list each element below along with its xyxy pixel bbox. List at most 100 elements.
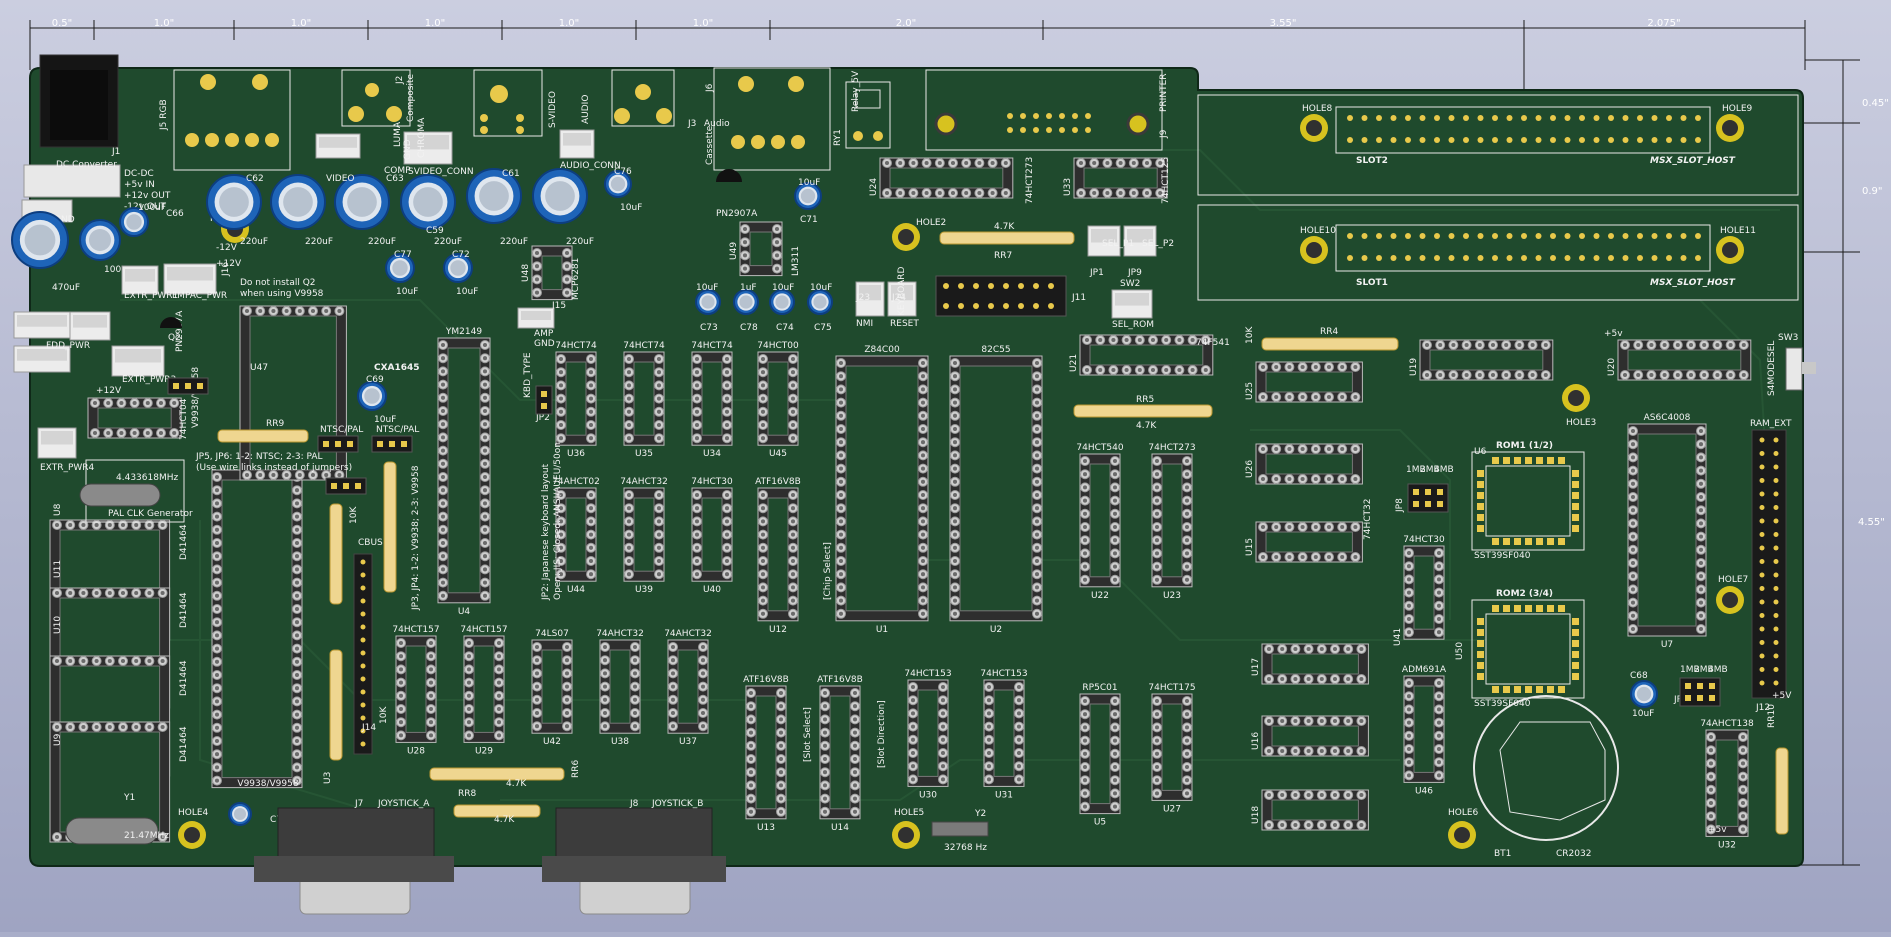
ic-u18: U18 — [1251, 789, 1369, 831]
pal-clk-generator: 4.433618MHz PAL CLK Generator — [79, 459, 193, 523]
ic-u33-part: 74HCT125 — [1161, 157, 1171, 204]
u9-label: U9 — [53, 733, 63, 746]
ic-dram-0-part: D41464 — [179, 524, 189, 560]
ic-u22-part: 74HCT540 — [1076, 443, 1123, 453]
ic-dram-3-part: D41464 — [179, 726, 189, 762]
j9-printer-connector: PRINTER J9 — [934, 73, 1169, 139]
cbus-label: CBUS — [358, 538, 383, 548]
ic-u40-part: 74HCT30 — [691, 477, 733, 487]
joystick-b-label: JOYSTICK_B — [651, 799, 703, 809]
j6-cassette-connector: J6 Cassette — [705, 67, 831, 171]
rom2-plcc-socket: ROM2 (3/4) U50 SST39SF040 — [1455, 589, 1585, 709]
ic-u17-part: U17 — [1251, 658, 1261, 676]
jp2-label: JP2 — [535, 413, 550, 423]
relay-ry1: RY1 Relay_5V — [833, 70, 891, 149]
mounting-hole11: HOLE11 — [1716, 226, 1756, 264]
ic-dram-3 — [49, 721, 171, 843]
ic-u49-part: LM311 — [791, 246, 801, 276]
cap-c76-value: 10uF — [620, 203, 642, 213]
j7-joystick-a: J7 JOYSTICK_A — [254, 799, 454, 915]
ic-u30-part: 74HCT153 — [904, 669, 951, 679]
cap-c73-ref: C73 — [700, 323, 718, 333]
ic-u4-ref: U4 — [458, 607, 471, 617]
sw3-label: SW3 — [1778, 333, 1798, 343]
mb2-label: 2MB — [1420, 465, 1440, 475]
jp5-note: JP5, JP6: 1-2: NTSC; 2-3: PAL — [195, 452, 323, 462]
cap-c66-value: 100uF — [138, 203, 166, 213]
hole8-label: HOLE8 — [1302, 104, 1333, 114]
slot-outlines — [925, 69, 1799, 301]
cap-c62-ref: C62 — [246, 174, 264, 184]
cap-c59-ref: C59 — [426, 226, 444, 236]
plus5v-label: +5v — [1604, 329, 1623, 339]
jst-video — [315, 133, 361, 159]
j12-label: J12 — [1755, 703, 1770, 713]
ic-u5-ref: U5 — [1094, 818, 1106, 828]
jst-j15 — [517, 307, 555, 329]
ic-u13-part: ATF16V8B — [743, 675, 789, 685]
hole5-label: HOLE5 — [894, 808, 924, 818]
amp-label: AMP — [534, 329, 554, 339]
extr-pwr4-label: EXTR_PWR4 — [40, 463, 95, 473]
ic-u3: U3 — [211, 469, 333, 789]
ic-u27-part: 74HCT175 — [1148, 683, 1195, 693]
jst-svideo — [403, 131, 453, 165]
jst-fmpac — [163, 263, 217, 295]
dc-dc-note-1: +5v IN — [124, 180, 155, 190]
j8-joystick-b: J8 JOYSTICK_B — [542, 799, 726, 915]
cap-c65: 470uF — [11, 211, 80, 293]
rom1-plcc-socket: ROM1 (1/2) U6 SST39SF040 — [1471, 441, 1585, 561]
u50-label: U50 — [1455, 642, 1465, 660]
ic-u34-ref: U34 — [703, 449, 721, 459]
mounting-hole4: HOLE4 — [178, 808, 209, 849]
five-v-label: +5V — [1772, 691, 1792, 701]
ic-u33-ref: U33 — [1063, 178, 1073, 196]
u51-part-label: 74HCT04 — [179, 398, 189, 440]
cap-c78-ref: C78 — [740, 323, 758, 333]
slot-select-label: [Slot Select] — [803, 707, 813, 762]
ic-u3-part: V9938/V9958 — [237, 779, 298, 789]
ic-u33: 74HCT125 U33 — [1063, 157, 1171, 204]
slot2-type: MSX_SLOT_HOST — [1650, 156, 1736, 166]
ic-u26: U26 — [1245, 443, 1363, 485]
sel-p2-label: SEL_P2 — [1142, 239, 1174, 249]
dim-top-2: 1.0" — [291, 18, 312, 29]
cap-c71-value: 10uF — [798, 178, 820, 188]
ic-u42-ref: U42 — [543, 737, 561, 747]
mb4-label: 4MB — [1434, 465, 1454, 475]
transistors — [160, 169, 742, 328]
ic-u14-part: ATF16V8B — [817, 675, 863, 685]
jp2-note: JP2: Japanese keyboard layout — [541, 463, 551, 601]
jumper-jp7 — [1679, 677, 1721, 707]
hole11-label: HOLE11 — [1720, 226, 1756, 236]
jp9-label: JP9 — [1127, 268, 1142, 278]
jst-audio — [559, 129, 595, 159]
ic-u37-ref: U37 — [679, 737, 697, 747]
rom2-label: ROM2 (3/4) — [1496, 589, 1553, 599]
jst-jp9 — [1123, 225, 1157, 257]
ic-dram-1-part: D41464 — [179, 592, 189, 628]
ic-u12-ref: U12 — [769, 625, 787, 635]
jumper-jp3 — [167, 377, 209, 395]
composite-label: Composite — [406, 74, 416, 122]
j24-label: J24 — [891, 293, 906, 303]
y2-label: Y2 — [974, 809, 986, 819]
jp5-note-2: (Use wire links instead of jumpers) — [196, 463, 352, 473]
mounting-hole3: HOLE3 — [1562, 384, 1596, 428]
j5-rgb-connector: J5 RGB — [159, 69, 291, 171]
y1-crystal: Y1 21.47MHz — [65, 793, 169, 845]
